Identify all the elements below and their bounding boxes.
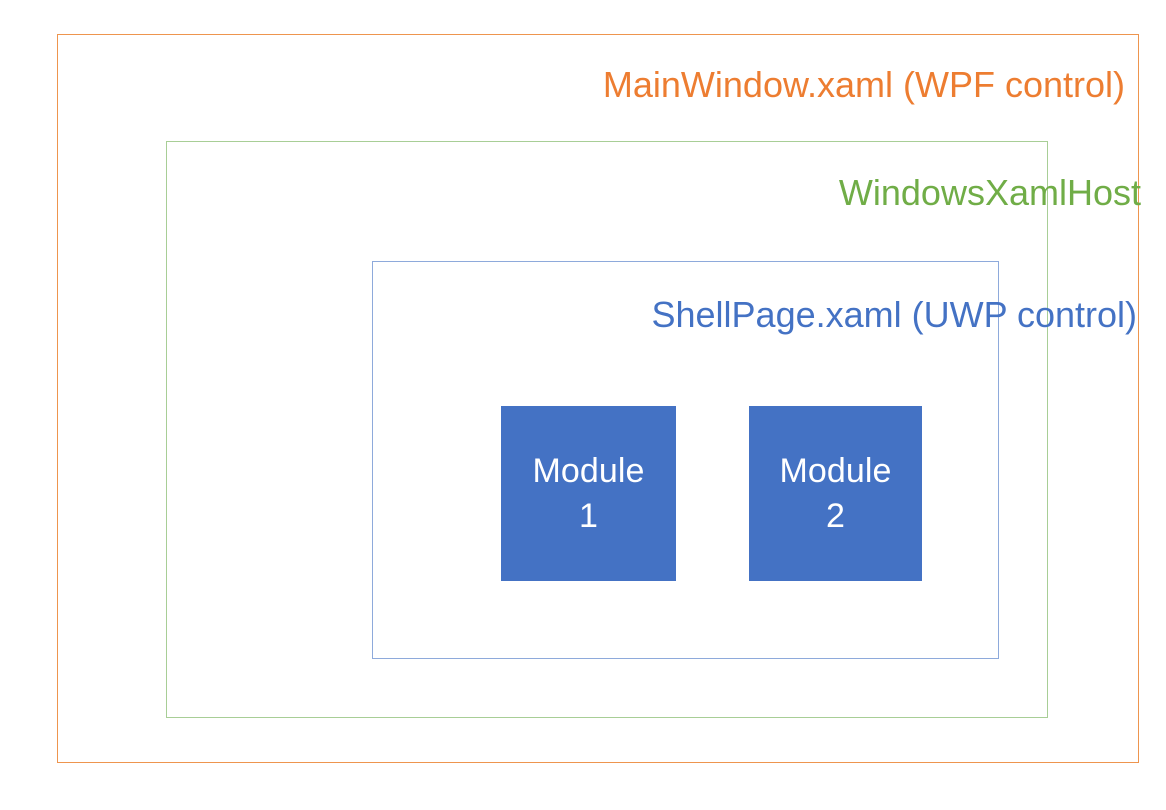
module-tile-1: Module 1 xyxy=(501,406,676,581)
module-tile-2-number: 2 xyxy=(825,496,845,535)
container-windowsxamlhost xyxy=(166,141,1048,718)
label-mainwindow-wpf: MainWindow.xaml (WPF control) xyxy=(602,64,1125,105)
label-shellpage-uwp: ShellPage.xaml (UWP control) xyxy=(651,294,1137,335)
label-windowsxamlhost: WindowsXamlHost xyxy=(838,172,1141,213)
container-mainwindow-wpf xyxy=(57,34,1139,763)
module-tile-2: Module 2 xyxy=(749,406,922,581)
module-tile-1-title: Module xyxy=(532,451,645,490)
container-shellpage-uwp xyxy=(372,261,999,659)
module-tile-2-title: Module xyxy=(779,451,892,490)
module-tile-1-number: 1 xyxy=(578,496,598,535)
